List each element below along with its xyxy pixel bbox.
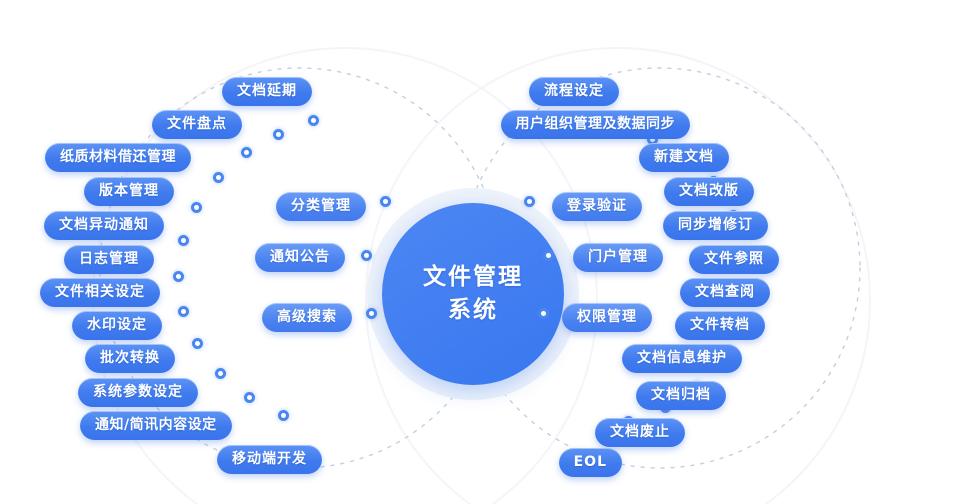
left_outer_labels-label[interactable]: 日志管理 (64, 245, 154, 274)
left_outer_labels-label[interactable]: 文件盘点 (152, 110, 242, 139)
orbit-node (380, 196, 391, 207)
orbit-node (366, 308, 377, 319)
left_outer_labels-label[interactable]: 纸质材料借还管理 (45, 143, 191, 172)
right_outer_labels-label[interactable]: 文件转档 (675, 311, 765, 340)
left_outer_labels-label[interactable]: 文档异动通知 (44, 211, 164, 240)
right_inner_labels-label[interactable]: 权限管理 (562, 303, 652, 332)
orbit-node (308, 115, 319, 126)
right_inner_labels-label[interactable]: 门户管理 (573, 243, 663, 272)
orbit-node (178, 235, 189, 246)
left_outer_labels-label[interactable]: 水印设定 (72, 311, 162, 340)
right_outer_labels-label[interactable]: EOL (558, 448, 622, 477)
orbit-node (191, 202, 202, 213)
left_outer_labels-label[interactable]: 文档延期 (222, 77, 312, 106)
orbit-node (241, 147, 252, 158)
orbit-node (173, 271, 184, 282)
orbit-node (361, 250, 372, 261)
orbit-node (178, 306, 189, 317)
right_outer_labels-label[interactable]: 文档查阅 (680, 278, 770, 307)
left_inner_labels-label[interactable]: 通知公告 (255, 243, 345, 272)
orbit-node (215, 368, 226, 379)
orbit-node (278, 410, 289, 421)
orbit-node (192, 338, 203, 349)
left_outer_labels-label[interactable]: 文件相关设定 (40, 278, 160, 307)
left_inner_labels-label[interactable]: 分类管理 (276, 192, 366, 221)
left_outer_labels-label[interactable]: 版本管理 (84, 177, 174, 206)
right_outer_labels-label[interactable]: 文档改版 (664, 177, 754, 206)
center-hub-title: 文件管理 系统 (423, 264, 523, 323)
left_inner_labels-label[interactable]: 高级搜索 (262, 303, 352, 332)
right_outer_labels-label[interactable]: 同步增修订 (663, 211, 768, 240)
orbit-node (213, 172, 224, 183)
left_outer_labels-label[interactable]: 系统参数设定 (78, 378, 198, 407)
right_inner_labels-label[interactable]: 登录验证 (552, 192, 642, 221)
orbit-node (244, 392, 255, 403)
right_outer_labels-label[interactable]: 文档废止 (595, 418, 685, 447)
right_outer_labels-label[interactable]: 流程设定 (529, 77, 619, 106)
left_outer_labels-label[interactable]: 移动端开发 (217, 445, 322, 474)
right_outer_labels-label[interactable]: 文档信息维护 (622, 344, 742, 373)
left_outer_labels-label[interactable]: 通知/简讯内容设定 (80, 411, 232, 440)
orbit-node (543, 250, 554, 261)
orbit-node (273, 129, 284, 140)
right_outer_labels-label[interactable]: 文件参照 (689, 245, 779, 274)
right_outer_labels-label[interactable]: 新建文档 (639, 143, 729, 172)
orbit-node (524, 196, 535, 207)
center-hub: 文件管理 系统 (382, 203, 564, 385)
orbit-node (538, 308, 549, 319)
right_outer_labels-label[interactable]: 文档归档 (636, 381, 726, 410)
right_outer_labels-label[interactable]: 用户组织管理及数据同步 (500, 110, 690, 139)
left_outer_labels-label[interactable]: 批次转换 (85, 344, 175, 373)
